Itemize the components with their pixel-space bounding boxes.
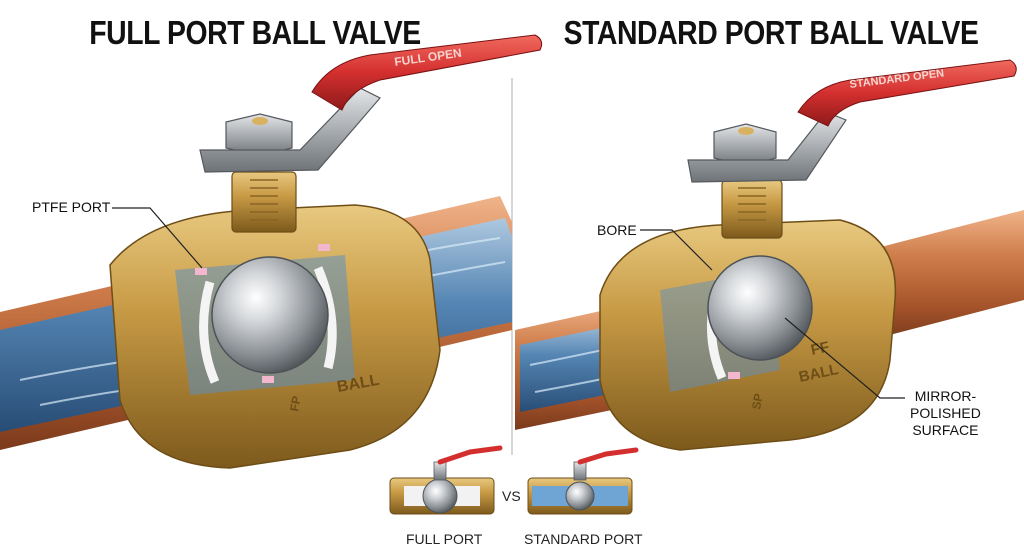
surface-label-line-1: MIRROR- [914,388,977,404]
right-body-stamp-side: SP [749,392,766,410]
full-port-valve: FULL OPEN BALL FP [0,34,543,469]
surface-label-line-2: POLISHED [910,405,981,421]
surface-callout-line [784,317,905,399]
ptfe-callout-line [112,207,203,269]
comparison-vs: VS [502,488,521,504]
left-seal-2 [318,244,330,251]
bore-label: BORE [597,222,637,238]
left-hex-nut [225,113,293,157]
right-seal [728,372,740,379]
left-seal-1 [195,268,207,275]
right-ball [707,255,813,361]
right-hex-nut [713,123,777,167]
left-handle-grip [311,34,543,111]
left-ball [211,256,329,374]
left-title: FULL PORT BALL VALVE [89,14,421,51]
right-lever [687,111,847,183]
standard-port-valve: STANDARD OPEN BALL FF SP [515,59,1024,451]
comparison-full-port: FULL PORT [406,531,483,547]
left-ptfe-seat-2 [313,266,337,370]
left-lever [199,87,381,173]
ptfe-port-label: PTFE PORT [32,199,111,215]
surface-label-line-3: SURFACE [912,422,979,438]
surface-label: MIRROR- POLISHED SURFACE [910,388,981,439]
comparison-standard-port: STANDARD PORT [524,531,643,547]
left-body-stamp-side: FP [287,395,303,413]
bore-callout-line [640,229,713,271]
mini-full-port [389,445,503,515]
left-ptfe-seat-1 [199,280,220,384]
right-handle-grip [797,59,1017,127]
left-stem-housing [231,171,297,233]
left-seal-3 [262,376,274,383]
mini-standard-port [527,447,639,515]
right-title: STANDARD PORT BALL VALVE [563,14,979,51]
